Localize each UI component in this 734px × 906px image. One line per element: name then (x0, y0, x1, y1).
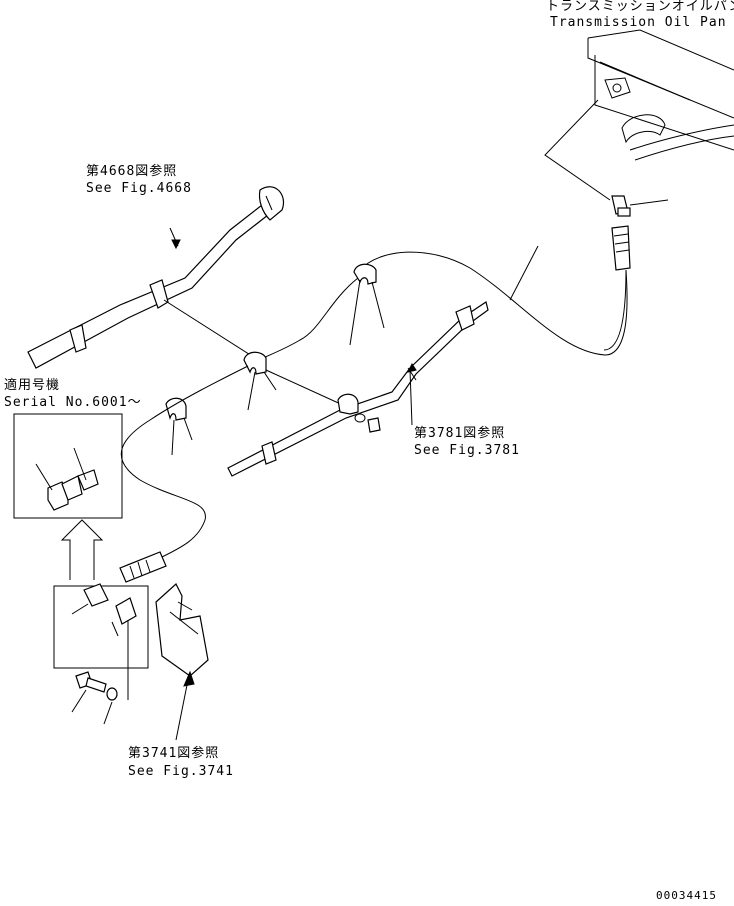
fig3781-label-en: See Fig.3781 (414, 443, 520, 458)
hose-clamp-left (165, 397, 193, 456)
up-arrow-icon (60, 519, 104, 580)
bolt-and-washer (71, 671, 118, 725)
serial-label-jp: 適用号機 (4, 378, 61, 393)
serial-label-en: Serial No.6001～ (4, 395, 142, 410)
fig3741-label-jp: 第3741図参照 (128, 746, 220, 761)
pipe-assembly-4668 (27, 186, 284, 369)
lower-hose (119, 365, 249, 583)
fig3741-label-en: See Fig.3741 (128, 764, 234, 779)
fig4668-label-en: See Fig.4668 (86, 181, 192, 196)
fig4668-label-jp: 第4668図参照 (86, 164, 178, 179)
pipe-assembly-3781 (227, 301, 489, 477)
elbow-fitting (611, 195, 631, 271)
serial-inset-box (13, 413, 123, 519)
transmission-label-en: Transmission Oil Pan (550, 15, 727, 30)
lower-parts-box (53, 583, 149, 700)
transmission-label-jp: トランスミッションオイルパン (546, 0, 734, 14)
fig3781-label-jp: 第3781図参照 (414, 426, 506, 441)
transmission-oil-pan (544, 29, 734, 206)
main-hose (249, 245, 628, 366)
drawing-number: 00034415 (656, 889, 717, 902)
bracket-3741 (155, 583, 209, 741)
hose-clamp-upper (349, 263, 385, 346)
hose-clamp-middle (243, 351, 346, 411)
